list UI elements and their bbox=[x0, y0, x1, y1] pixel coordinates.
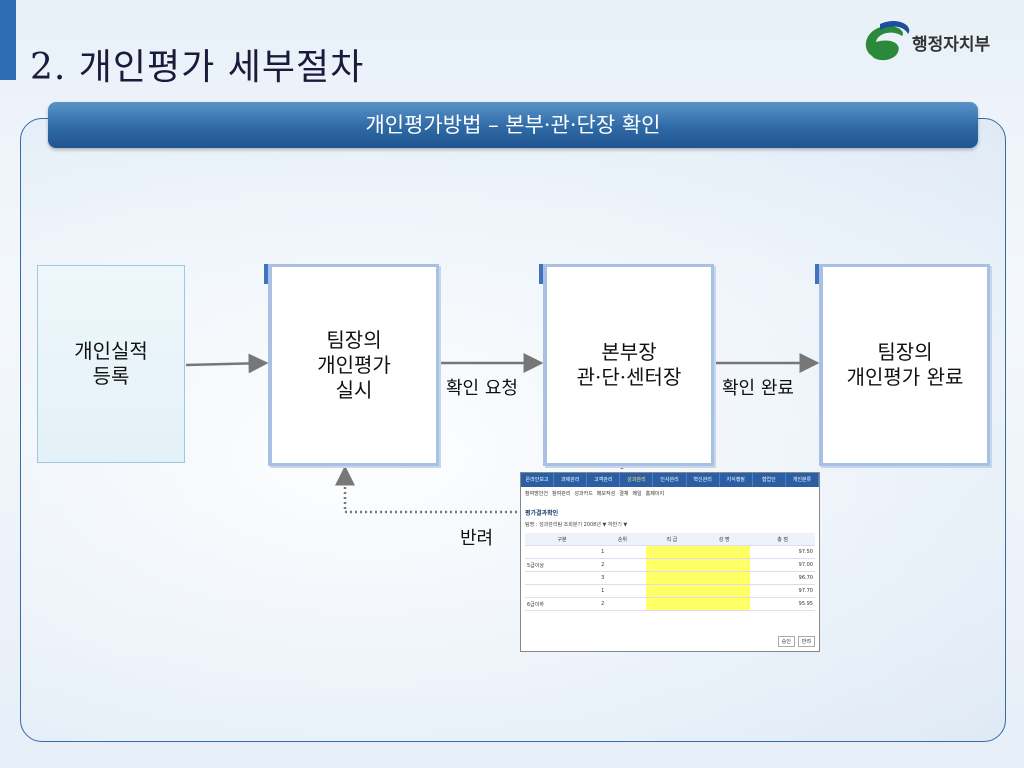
screenshot-nav-item: 고객관리 bbox=[587, 473, 621, 487]
screenshot-subnav-item: 성과카드 bbox=[574, 491, 593, 497]
screenshot-subnav-item: 참여관리 bbox=[552, 491, 571, 497]
screenshot-cell bbox=[645, 545, 698, 559]
screenshot-cell: 96.70 bbox=[750, 571, 815, 585]
screenshot-col-header: 총 점 bbox=[750, 533, 815, 546]
screenshot-subnav-item: 참여방안건 bbox=[525, 491, 549, 497]
screenshot-heading: 평가결과확인 bbox=[525, 510, 559, 517]
screenshot-subnav-item: 홈페이지 bbox=[645, 491, 665, 497]
screenshot-cell: 1 bbox=[599, 584, 646, 598]
screenshot-cell bbox=[645, 584, 698, 598]
screenshot-cell bbox=[525, 545, 600, 559]
screenshot-cell bbox=[525, 584, 600, 598]
screenshot-cell: 97.00 bbox=[750, 558, 815, 572]
section-banner: 개인평가방법 – 본부·관·단장 확인 bbox=[48, 102, 978, 148]
screenshot-nav-item: 인사관리 bbox=[653, 473, 687, 487]
screenshot-cell: 2 bbox=[599, 597, 646, 611]
screenshot-nav-item: 과제관리 bbox=[554, 473, 588, 487]
screenshot-cell: 97.70 bbox=[750, 584, 815, 598]
screenshot-col-header: 성 명 bbox=[697, 533, 751, 546]
screenshot-cell: 3 bbox=[599, 571, 646, 585]
screenshot-nav-item: 협업인 bbox=[753, 473, 786, 487]
screenshot-cell: 1 bbox=[599, 545, 646, 559]
screenshot-cell bbox=[525, 571, 600, 585]
label-confirm-request: 확인 요청 bbox=[446, 378, 518, 399]
screenshot-cell bbox=[697, 597, 751, 611]
screenshot-button: 반려 bbox=[797, 636, 815, 647]
screenshot-nav-item: 개인분류 bbox=[786, 473, 819, 487]
screenshot-cell bbox=[645, 558, 698, 572]
screenshot-nav-item: 온라인보고 bbox=[521, 473, 555, 487]
screenshot-cell bbox=[645, 597, 698, 611]
screenshot-nav-item: 혁신관리 bbox=[687, 473, 720, 487]
label-reject: 반려 bbox=[460, 528, 494, 549]
screenshot-col-header: 직 급 bbox=[645, 533, 698, 546]
screenshot-cell: 5급이상 bbox=[525, 558, 600, 572]
screenshot-nav-item: 성과관리 bbox=[620, 473, 654, 487]
screenshot-cell: 97.50 bbox=[750, 545, 815, 559]
screenshot-button: 승인 bbox=[777, 636, 795, 647]
screenshot-nav-item: 지식행정 bbox=[720, 473, 753, 487]
screenshot-cell: 6급이하 bbox=[525, 597, 600, 611]
step-register-performance: 개인실적 등록 bbox=[37, 265, 185, 463]
title-accent-bar bbox=[0, 0, 16, 80]
screenshot-subnav-item: 메일 bbox=[632, 491, 642, 497]
logo-text: 행정자치부 bbox=[912, 35, 991, 55]
step-director-confirm: 본부장 관·단·센터장 bbox=[543, 264, 714, 466]
screenshot-col-header: 구분 bbox=[525, 533, 600, 546]
page-title: 2. 개인평가 세부절차 bbox=[30, 47, 365, 88]
screenshot-subnav-item: 메모작성 bbox=[596, 491, 616, 497]
screenshot-cell bbox=[645, 571, 698, 585]
screenshot-cell: 95.95 bbox=[750, 597, 815, 611]
screenshot-cell bbox=[697, 584, 751, 598]
screenshot-cell: 2 bbox=[599, 558, 646, 572]
screenshot-cell bbox=[697, 558, 751, 572]
step-evaluation-complete: 팀장의 개인평가 완료 bbox=[819, 264, 990, 466]
screenshot-cell bbox=[697, 571, 751, 585]
label-confirm-done: 확인 완료 bbox=[722, 378, 794, 399]
arrow-register-to-eval bbox=[185, 353, 269, 374]
screenshot-col-header: 순위 bbox=[599, 533, 646, 546]
screenshot-subnav-item: 결재 bbox=[619, 491, 629, 497]
step-team-leader-evaluation: 팀장의 개인평가 실시 bbox=[268, 264, 439, 466]
ministry-logo-icon bbox=[865, 21, 910, 61]
screenshot-cell bbox=[697, 545, 751, 559]
screenshot-filter: 팀명 : 성과관리팀 조회분기 2008년 ▼ 하반기 ▼ bbox=[525, 522, 628, 528]
